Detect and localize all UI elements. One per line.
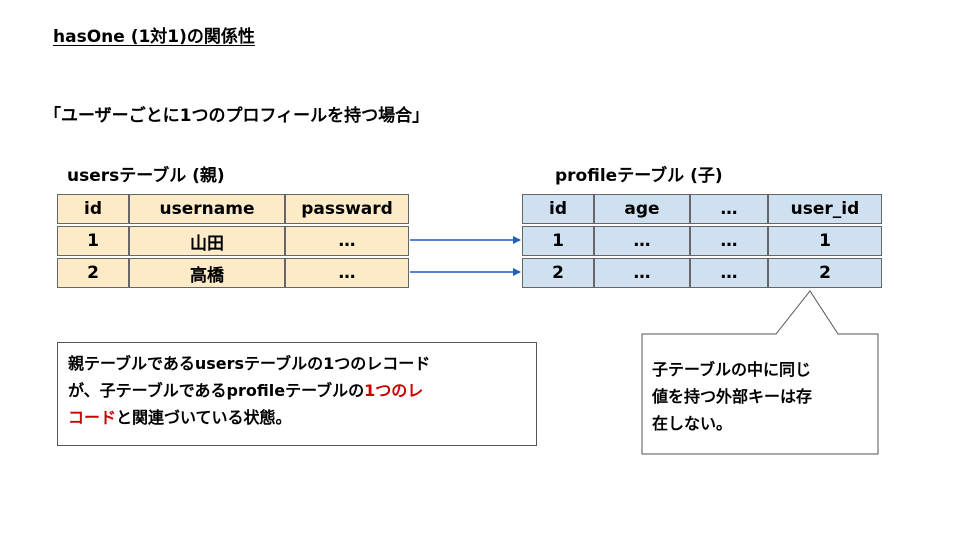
profile-table-label: profileテーブル (子)	[555, 166, 723, 186]
callout-shape	[641, 290, 879, 455]
note-left: 親テーブルであるusersテーブルの1つのレコード が、子テーブルであるprof…	[57, 342, 537, 446]
page-subtitle: 「ユーザーごとに1つのプロフィールを持つ場合」	[44, 106, 430, 126]
profile-cell-age: …	[594, 226, 690, 256]
users-cell-id: 2	[57, 258, 129, 288]
note-left-line-1: 親テーブルであるusersテーブルの1つのレコード	[68, 354, 431, 373]
users-header-row: id username passward	[57, 194, 409, 224]
page-title: hasOne (1対1)の関係性	[53, 27, 255, 47]
users-header-id: id	[57, 194, 129, 224]
profile-cell-age: …	[594, 258, 690, 288]
note-left-highlight-1: 1つのレ	[364, 381, 424, 400]
callout-text: 子テーブルの中に同じ 値を持つ外部キーは存 在しない。	[652, 356, 812, 437]
profile-cell-ellipsis: …	[690, 226, 768, 256]
callout-line-2: 値を持つ外部キーは存	[652, 387, 813, 406]
profile-header-age: age	[594, 194, 690, 224]
profile-cell-user-id: 2	[768, 258, 882, 288]
users-table-label: usersテーブル (親)	[67, 166, 225, 186]
profile-cell-ellipsis: …	[690, 258, 768, 288]
users-cell-id: 1	[57, 226, 129, 256]
users-row-2: 2 高橋 …	[57, 258, 409, 288]
profile-cell-id: 1	[522, 226, 594, 256]
note-left-line-3: コードと関連づいている状態。	[68, 404, 526, 431]
profile-cell-id: 2	[522, 258, 594, 288]
note-left-line-3-text: と関連づいている状態。	[116, 408, 292, 427]
profile-header-id: id	[522, 194, 594, 224]
users-cell-username: 高橋	[129, 258, 285, 288]
profile-header-row: id age … user_id	[522, 194, 882, 224]
users-row-1: 1 山田 …	[57, 226, 409, 256]
users-header-passward: passward	[285, 194, 409, 224]
callout-line-3: 在しない。	[652, 414, 733, 433]
note-left-line-2: が、子テーブルであるprofileテーブルの1つのレ	[68, 377, 526, 404]
users-cell-passward: …	[285, 226, 409, 256]
users-cell-username: 山田	[129, 226, 285, 256]
profile-row-1: 1 … … 1	[522, 226, 882, 256]
note-left-highlight-2: コード	[68, 408, 117, 427]
users-cell-passward: …	[285, 258, 409, 288]
profile-row-2: 2 … … 2	[522, 258, 882, 288]
callout-line-1: 子テーブルの中に同じ	[652, 360, 812, 379]
profile-cell-user-id: 1	[768, 226, 882, 256]
profile-header-user-id: user_id	[768, 194, 882, 224]
note-left-line-2-text: が、子テーブルであるprofileテーブルの	[68, 381, 365, 400]
users-header-username: username	[129, 194, 285, 224]
profile-header-ellipsis: …	[690, 194, 768, 224]
